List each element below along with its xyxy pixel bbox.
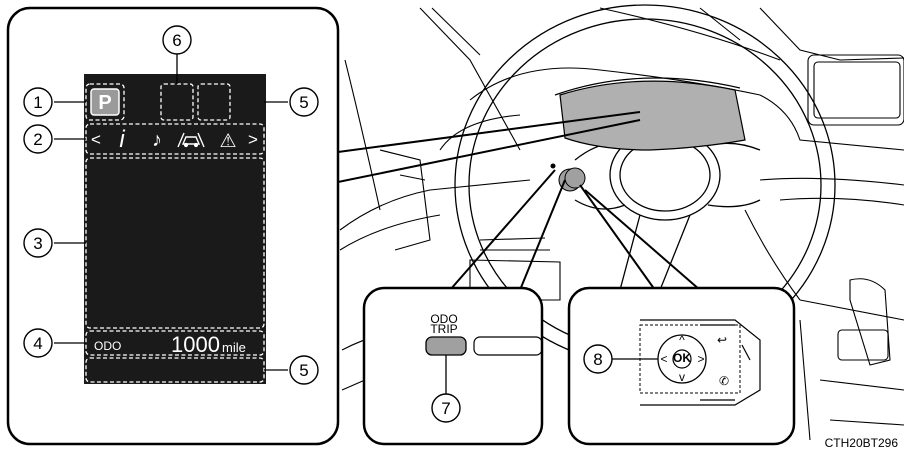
svg-text:3: 3	[33, 234, 42, 253]
callout-5-bottom: 5	[289, 355, 319, 385]
center-display	[807, 54, 904, 126]
callout-4: 4	[23, 328, 53, 358]
odo-trip-inset	[362, 286, 544, 446]
callout-6: 6	[162, 25, 192, 55]
down-arrow: v	[679, 370, 685, 384]
switch-label-trip: TRIP	[430, 322, 457, 336]
right-arrow: >	[697, 352, 704, 366]
up-arrow: ^	[679, 333, 685, 347]
ok-label: OK	[673, 351, 691, 365]
area-5-top-box	[197, 83, 231, 121]
callout-1: 1	[23, 87, 53, 117]
odo-trip-pointer	[449, 169, 566, 291]
svg-text:1: 1	[33, 93, 42, 112]
left-arrow: <	[660, 352, 667, 366]
shift-indicator-text: P	[98, 92, 111, 114]
callout-3: 3	[23, 228, 53, 258]
callout-2: 2	[23, 124, 53, 154]
cluster-pointer	[337, 111, 641, 183]
svg-text:2: 2	[33, 130, 42, 149]
back-icon: ↩	[717, 333, 727, 347]
ok-button	[672, 349, 692, 369]
dashboard-illustration	[339, 7, 904, 441]
odo-value: 1000	[171, 332, 220, 357]
svg-text:5: 5	[299, 361, 308, 380]
svg-text:4: 4	[33, 334, 42, 353]
steering-switch-pointer	[579, 184, 701, 291]
info-icon: i	[119, 126, 125, 153]
callout-7: 7	[431, 393, 461, 423]
menu-left-arrow: <	[91, 130, 101, 149]
instrument-cluster-shape	[559, 80, 746, 151]
svg-text:8: 8	[593, 350, 602, 369]
menu-right-arrow: >	[248, 130, 258, 149]
svg-text:5: 5	[299, 93, 308, 112]
warning-icon: ⚠	[219, 131, 236, 152]
callout-5-top: 5	[289, 87, 319, 117]
odo-label: ODO	[94, 339, 121, 353]
switch-label-odo: ODO	[430, 312, 457, 326]
steering-switch-small	[564, 167, 586, 189]
figure-code: CTH20BT296	[825, 436, 899, 450]
svg-text:7: 7	[441, 399, 450, 418]
odo-trip-switch	[425, 336, 467, 356]
shift-indicator-badge	[90, 88, 120, 116]
audio-icon: ♪	[152, 129, 162, 151]
callout-8: 8	[583, 344, 613, 374]
multi-information-display	[84, 74, 266, 384]
driving-assist-icon	[177, 132, 205, 148]
svg-text:6: 6	[172, 31, 181, 50]
odo-unit: mile	[222, 340, 246, 355]
phone-icon: ✆	[719, 374, 729, 388]
odometer-area	[85, 330, 265, 356]
